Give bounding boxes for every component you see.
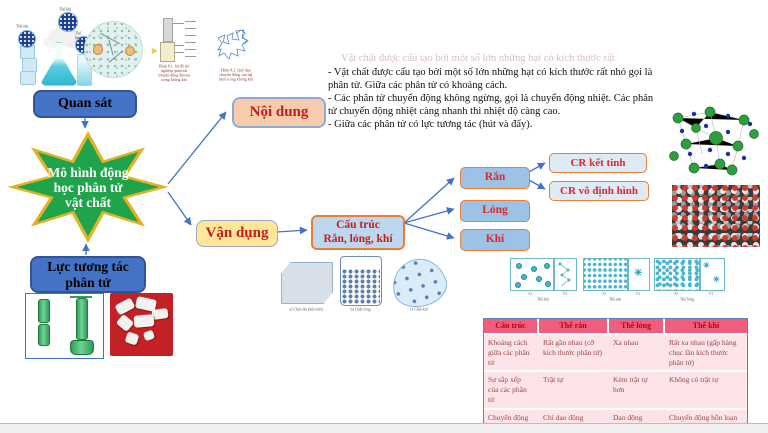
montage-label-gas: Thể khí [59, 7, 72, 12]
figure-smoke-path: Hình 8.2. Quỹ đạo chuyển động của hạt kh… [208, 20, 264, 82]
table-cell: Rất gần nhau (cỡ kích thước phân tử) [539, 333, 609, 370]
node-long-label: Lỏng [482, 204, 508, 217]
microscope-tube [163, 18, 173, 42]
mini-label-b: b) [636, 291, 640, 296]
node-luc-tuong-tac: Lực tương tác phân tử [30, 256, 146, 293]
node-quan-sat: Quan sát [33, 90, 137, 118]
center-title-line: Mô hình động [47, 165, 129, 180]
light-arrow [152, 48, 158, 54]
node-cr-ket-tinh: CR kết tinh [549, 153, 647, 173]
table-header-cell: Thể rắn [539, 319, 609, 333]
figure-chalk-photo [110, 293, 173, 356]
trajectory-line [108, 39, 114, 56]
center-title-line: học phân tử [53, 180, 123, 195]
node-van-dung-label: Vận dụng [205, 224, 269, 241]
starburst-shape [7, 130, 169, 244]
figure-lead-cylinders [25, 293, 104, 359]
table-cell: Sự sắp xếp của các phân tử [484, 370, 539, 407]
table-cell: Rất xa nhau (gấp hàng chục lần kích thướ… [665, 333, 747, 370]
node-cr-ket-tinh-label: CR kết tinh [570, 156, 626, 169]
node-cr-vo-dinh-hinh: CR vô định hình [549, 181, 649, 201]
figure-crystal-lattice [669, 106, 759, 176]
smoke-caption: Hình 8.2. Quỹ đạo chuyển động của hạt kh… [219, 68, 253, 82]
figure-liquid-beaker [340, 256, 382, 306]
table-header-cell: Thể khí [665, 319, 747, 333]
mini-solid-lattice [583, 258, 628, 291]
mini-liquid-vibration: ✳ ✳ [700, 258, 725, 291]
slide-bottom-edge [0, 423, 768, 433]
node-ran-label: Rắn [484, 171, 506, 184]
table-cell: Xa nhau [609, 333, 665, 370]
label-line [174, 52, 184, 53]
apparatus-caption: Hình 8.1. Sơ đồ thí nghiệm quan sát chuy… [157, 64, 191, 82]
notes-block: - Vật chất được cấu tạo bởi một số lớn n… [328, 66, 664, 131]
center-title-line: vật chất [64, 195, 112, 210]
mini-caption-liquid: Thể lỏng [679, 297, 695, 302]
node-cau-truc-line: Cấu trúc [336, 219, 380, 232]
mini-gas-particles [510, 258, 554, 291]
pollen-grain [125, 46, 135, 56]
figure-states-montage: Thể rắn Thể khí Thể lỏng [15, 7, 93, 90]
properties-table: Cấu trúc Thể rắn Thể lỏng Thể khí Khoảng… [483, 318, 748, 433]
mini-label-b: b) [709, 291, 713, 296]
matter-state-label-solid: a) Chất rắn (kết tinh) [289, 307, 323, 312]
table-header-cell: Thể lỏng [609, 319, 665, 333]
figure-solid-lattice [281, 262, 333, 304]
node-luc-tuong-tac-line: phân tử [65, 274, 111, 290]
node-luc-tuong-tac-line: Lực tương tác [47, 258, 129, 274]
mini-label-a: a) [674, 291, 678, 296]
figure-gas-balloon [385, 251, 453, 315]
table-cell: Trật tự [539, 370, 609, 407]
matter-state-label-liquid: b) Chất lỏng [350, 307, 371, 312]
node-noi-dung: Nội dung [232, 97, 326, 128]
mini-caption-solid: Thể rắn [608, 297, 622, 302]
note-bullet: - Vật chất được cấu tạo bởi một số lớn n… [328, 67, 653, 91]
node-center-title: Mô hình động học phân tử vật chất [26, 165, 150, 210]
label-line [174, 45, 184, 46]
montage-label-solid: Thể rắn [16, 24, 29, 29]
figure-brownian-view [84, 21, 143, 78]
table-cell: Kém trật tự hơn [609, 370, 665, 407]
pollen-grain [93, 44, 103, 55]
table-header-cell: Cấu trúc [484, 319, 539, 333]
label-line [172, 23, 184, 24]
mini-gas-trajectory [554, 258, 577, 291]
node-van-dung: Vận dụng [196, 220, 278, 247]
node-cau-truc-line: Rắn, lỏng, khí [323, 232, 393, 245]
node-khi: Khí [460, 229, 530, 251]
mini-liquid-particles [654, 258, 700, 291]
note-bullet: - Các phân tử chuyển động không ngừng, g… [328, 93, 654, 117]
node-noi-dung-label: Nội dung [249, 103, 309, 120]
smoke-box [160, 42, 175, 62]
mini-caption-gas: Thể khí [536, 297, 550, 302]
figure-apparatus: Hình 8.1. Sơ đồ thí nghiệm quan sát chuy… [152, 18, 196, 82]
figure-amorphous-solid [672, 185, 760, 247]
mini-label-a: a) [528, 291, 532, 296]
notes-ghost-line: Vật chất được cấu tạo bởi một số lớn nhữ… [341, 53, 615, 64]
note-bullet: - Giữa các phân tử có lực tương tác (hút… [328, 119, 533, 130]
mini-solid-vibration: ✳ [628, 258, 650, 291]
matter-state-label-gas: c) Chất khí [410, 307, 428, 312]
node-khi-label: Khí [485, 233, 505, 246]
mini-label-a: a) [602, 291, 606, 296]
liquid-particles [342, 269, 380, 304]
node-long: Lỏng [460, 200, 530, 222]
node-quan-sat-label: Quan sát [57, 95, 113, 111]
ice-cubes [20, 71, 36, 85]
table-cell: Không có trật tự [665, 370, 747, 407]
mini-label-b: b) [563, 291, 567, 296]
molecule-callout-gas [58, 12, 78, 32]
label-text-lines [185, 21, 196, 57]
node-ran: Rắn [460, 167, 530, 189]
node-cau-truc: Cấu trúc Rắn, lỏng, khí [311, 215, 405, 250]
node-cr-vo-dinh-hinh-label: CR vô định hình [560, 184, 638, 197]
flask [41, 42, 77, 86]
montage-label-liquid: Thể lỏng [75, 31, 83, 40]
molecule-callout-solid [18, 30, 36, 48]
table-cell: Chuyển động hỗn loạn [665, 407, 747, 433]
smoke-path-svg [217, 29, 249, 60]
steam-cloud [48, 28, 74, 46]
table-cell: Khoảng cách giữa các phân tử [484, 333, 539, 370]
